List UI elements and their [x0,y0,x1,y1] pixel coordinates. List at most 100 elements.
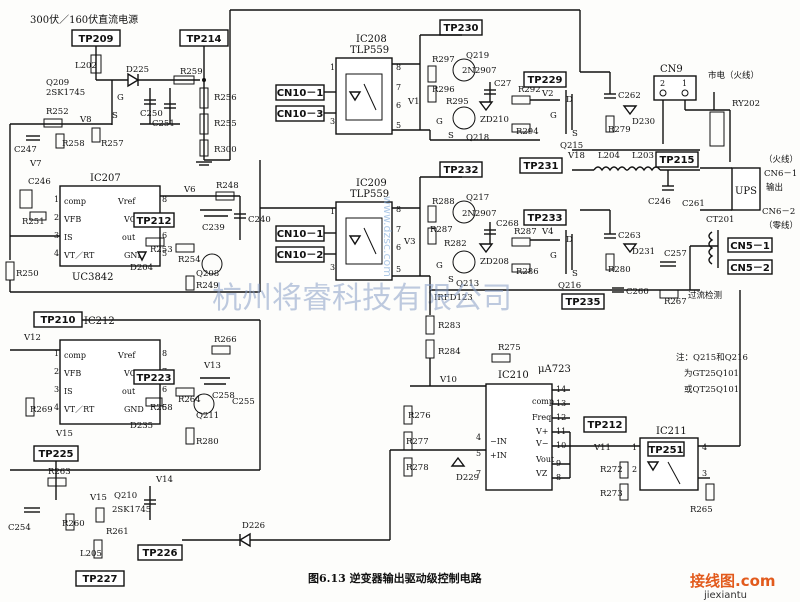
ic212-vc: VC [123,369,136,378]
overcurrent-label: 过流检测 [688,290,722,301]
svg-text:7: 7 [396,83,401,92]
r294-label: R294 [516,127,539,137]
r279-label: R279 [608,125,631,135]
q215-source: S [572,129,578,139]
v4-label: V4 [541,227,554,237]
tp212-a: TP212 [133,212,175,228]
svg-text:TP212: TP212 [587,420,622,431]
q215-gate: G [550,111,557,121]
l205-label: L205 [80,549,102,559]
watermark-company: 杭州将睿科技有限公司 [212,281,512,316]
svg-text:8: 8 [162,195,167,204]
v6-label: V6 [183,185,196,195]
svg-text:CN10－2: CN10－2 [277,250,324,261]
svg-text:3: 3 [330,263,335,272]
site-url: jiexiantu [703,590,747,601]
ic208-part: TLP559 [350,45,389,56]
svg-text:6: 6 [396,101,401,110]
d204-label: D204 [130,263,153,273]
ic210-label: IC210 [498,370,529,381]
irfd123-label: IRFD123 [434,293,473,303]
svg-text:5: 5 [396,265,401,274]
r288-label: R288 [432,197,455,207]
tp214: TP214 [179,29,229,47]
c247-label: C247 [14,145,37,155]
diode-d226 [238,532,251,548]
svg-text:TP231: TP231 [523,161,558,172]
zd210-label: ZD210 [480,115,509,125]
svg-text:7: 7 [396,225,401,234]
c27-label: C27 [494,79,511,89]
r275-label: R275 [498,343,521,353]
svg-text:8: 8 [396,63,401,72]
c257-label: C257 [664,249,687,259]
ic210-inminus: −IN [490,437,507,446]
svg-text:5: 5 [162,249,167,258]
ic207-vc: VC [123,215,136,224]
svg-text:TP227: TP227 [82,574,117,585]
q213-gate: G [436,261,443,271]
svg-text:8: 8 [162,349,167,358]
svg-text:4: 4 [54,403,59,412]
v7-label: V7 [29,159,42,169]
q219-label: Q219 [466,51,489,61]
ic212-vref: Vref [117,351,136,360]
svg-text:1: 1 [682,79,687,88]
v18-label: V18 [567,151,585,161]
figure-caption: 图6.13 逆变器输出驱动级控制电路 [308,571,483,585]
ic209-part: TLP559 [350,189,389,200]
v12-label: V12 [23,333,41,343]
svg-text:5: 5 [396,121,401,130]
site-logo: 接线图.com [690,572,776,590]
d230-label: D230 [632,117,655,127]
ic207-out: out [122,233,136,242]
r286-label: R286 [516,267,539,277]
v15b-label: V15 [89,493,107,503]
r267-label: R267 [664,297,687,307]
r263-label: R263 [48,467,71,477]
svg-text:5: 5 [162,403,167,412]
ic210-vplus: V+ [535,427,548,436]
svg-text:2: 2 [54,367,59,376]
q219-part: 2N2907 [462,66,496,76]
ic212-vtrt: VT／RT [63,405,95,414]
v15-label: V15 [55,429,73,439]
r287-label: R287 [430,225,453,235]
r248-label: R248 [216,181,239,191]
ic207-vfb: VFB [63,215,81,224]
svg-text:1: 1 [330,63,335,72]
note-line1: 注：Q215和Q216 [676,352,748,363]
ic210-freq: Freq [532,413,551,422]
svg-text:2: 2 [660,79,665,88]
tp223: TP223 [133,369,175,385]
r296-label: R296 [432,85,455,95]
l202-label: L202 [75,61,97,71]
r283-label: R283 [438,321,461,331]
svg-text:5: 5 [476,449,481,458]
ic210-vz: VZ [535,469,548,478]
zd208-label: ZD208 [480,257,509,267]
tp229: TP229 [523,71,567,88]
ic210-comp: comp [532,397,554,406]
svg-text:1: 1 [330,207,335,216]
svg-text:TP233: TP233 [527,213,562,224]
svg-text:8: 8 [396,205,401,214]
ic207-label: IC207 [90,173,121,184]
supply-label: 300伏／160伏直流电源 [30,13,138,26]
r261-label: R261 [106,527,129,537]
q216-source: S [572,269,578,279]
d229-label: D229 [456,473,479,483]
ic212-is: IS [64,387,73,396]
r287b-label: R287 [514,227,537,237]
r259-label: R259 [180,67,203,77]
tp209: TP209 [71,29,121,47]
ic210-vout: Vout [535,455,555,464]
cn10-3-connector: CN10－3 [275,105,325,122]
svg-text:6: 6 [162,385,167,394]
svg-text:TP215: TP215 [659,155,694,166]
q218-label: Q218 [466,133,489,143]
v13-label: V13 [203,361,221,371]
r250-label: R250 [16,269,39,279]
cn9-box [653,75,697,101]
